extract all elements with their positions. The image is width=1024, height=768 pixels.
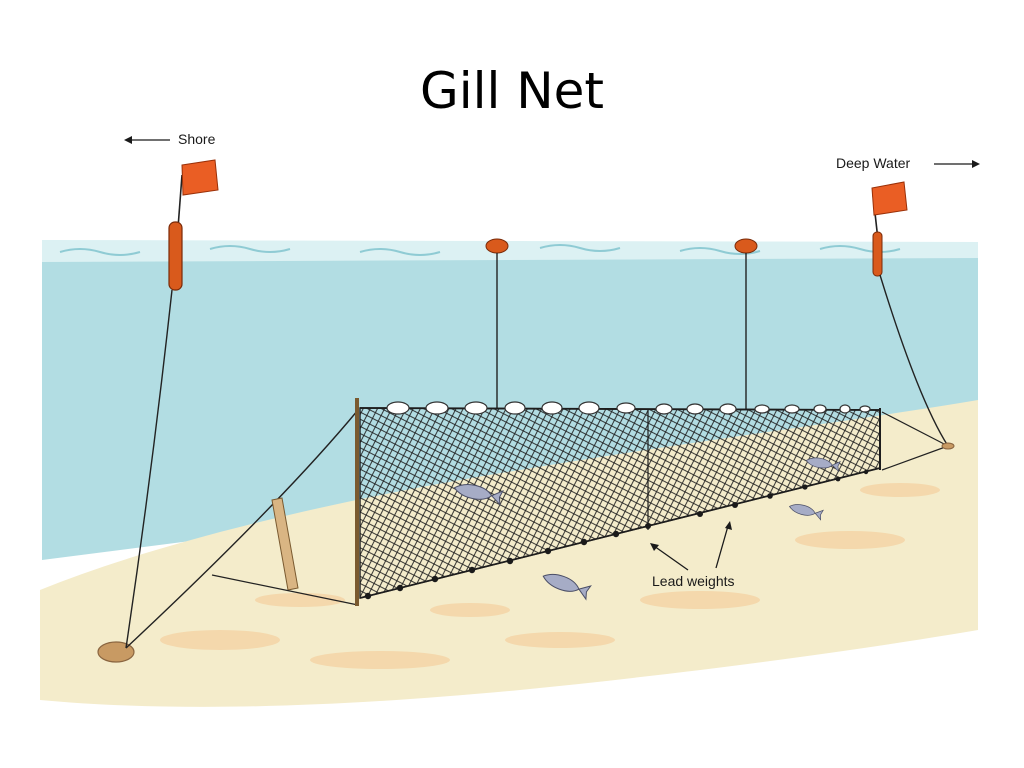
shore-label: Shore <box>178 131 216 147</box>
surface-waves <box>59 244 901 256</box>
sand-patches <box>160 483 940 669</box>
shore-stake-line <box>125 409 359 649</box>
lead-weight-icon <box>863 469 869 475</box>
float-icon <box>813 404 827 414</box>
float-icon <box>655 403 673 415</box>
float-icon <box>784 404 800 414</box>
float-icon <box>386 401 410 415</box>
float-icon <box>425 401 449 415</box>
fish-icon <box>453 484 504 507</box>
arrow-icon <box>653 545 689 571</box>
lead-weight-icon <box>506 557 514 565</box>
lead-weight-icon <box>468 566 476 574</box>
lead-weight-icon <box>645 523 651 529</box>
lead-weights-label: Lead weights <box>652 573 735 589</box>
lead-weight-icon <box>835 476 841 482</box>
float-icon <box>754 404 770 414</box>
deep-anchor-line <box>879 274 949 447</box>
lead-weight-icon <box>544 547 552 555</box>
float-icon <box>541 401 563 415</box>
fish-icon <box>542 573 592 601</box>
lead-weight-icon <box>396 584 404 592</box>
float-icon <box>686 403 704 415</box>
deep-water-label: Deep Water <box>836 155 911 171</box>
float-icon <box>578 401 600 415</box>
buoy-icon <box>485 238 509 254</box>
lead-weight-icon <box>431 575 439 583</box>
flag-icon <box>181 159 219 196</box>
support-stake <box>271 497 299 591</box>
page-title: Gill Net <box>419 62 605 120</box>
fish-icon <box>788 504 825 521</box>
float-icon <box>859 405 871 413</box>
lead-weight-icon <box>364 592 372 600</box>
float-icon <box>616 402 636 414</box>
fish-icon <box>805 457 841 473</box>
anchor-rock-icon <box>97 641 135 663</box>
net-floats <box>386 401 871 415</box>
lead-weight-icon <box>612 530 620 538</box>
shore-anchor-line <box>125 289 173 649</box>
lead-weight-icon <box>697 511 703 517</box>
lead-line <box>359 467 881 599</box>
lead-weight-icon <box>802 484 808 490</box>
flag-icon <box>871 181 908 216</box>
stake-line <box>211 574 359 606</box>
float-icon <box>504 401 526 415</box>
shore-label-group: Shore <box>124 131 216 147</box>
buoy-icon <box>872 231 883 277</box>
lead-weight-icon <box>732 502 738 508</box>
buoy-icon <box>168 221 183 291</box>
anchor-rock-icon <box>941 442 955 450</box>
lead-weights-label-group: Lead weights <box>650 521 735 589</box>
float-icon <box>464 401 488 415</box>
shore-buoy <box>168 159 219 291</box>
deep-water-label-group: Deep Water <box>836 155 980 171</box>
arrow-icon <box>715 525 729 569</box>
deep-water-buoy <box>871 181 955 471</box>
float-icon <box>719 403 737 415</box>
lead-weight-icon <box>580 538 588 546</box>
net-end-line <box>881 411 949 471</box>
lead-weights <box>364 469 869 600</box>
buoy-icon <box>734 238 758 254</box>
lead-weight-icon <box>767 493 773 499</box>
float-icon <box>839 404 851 414</box>
